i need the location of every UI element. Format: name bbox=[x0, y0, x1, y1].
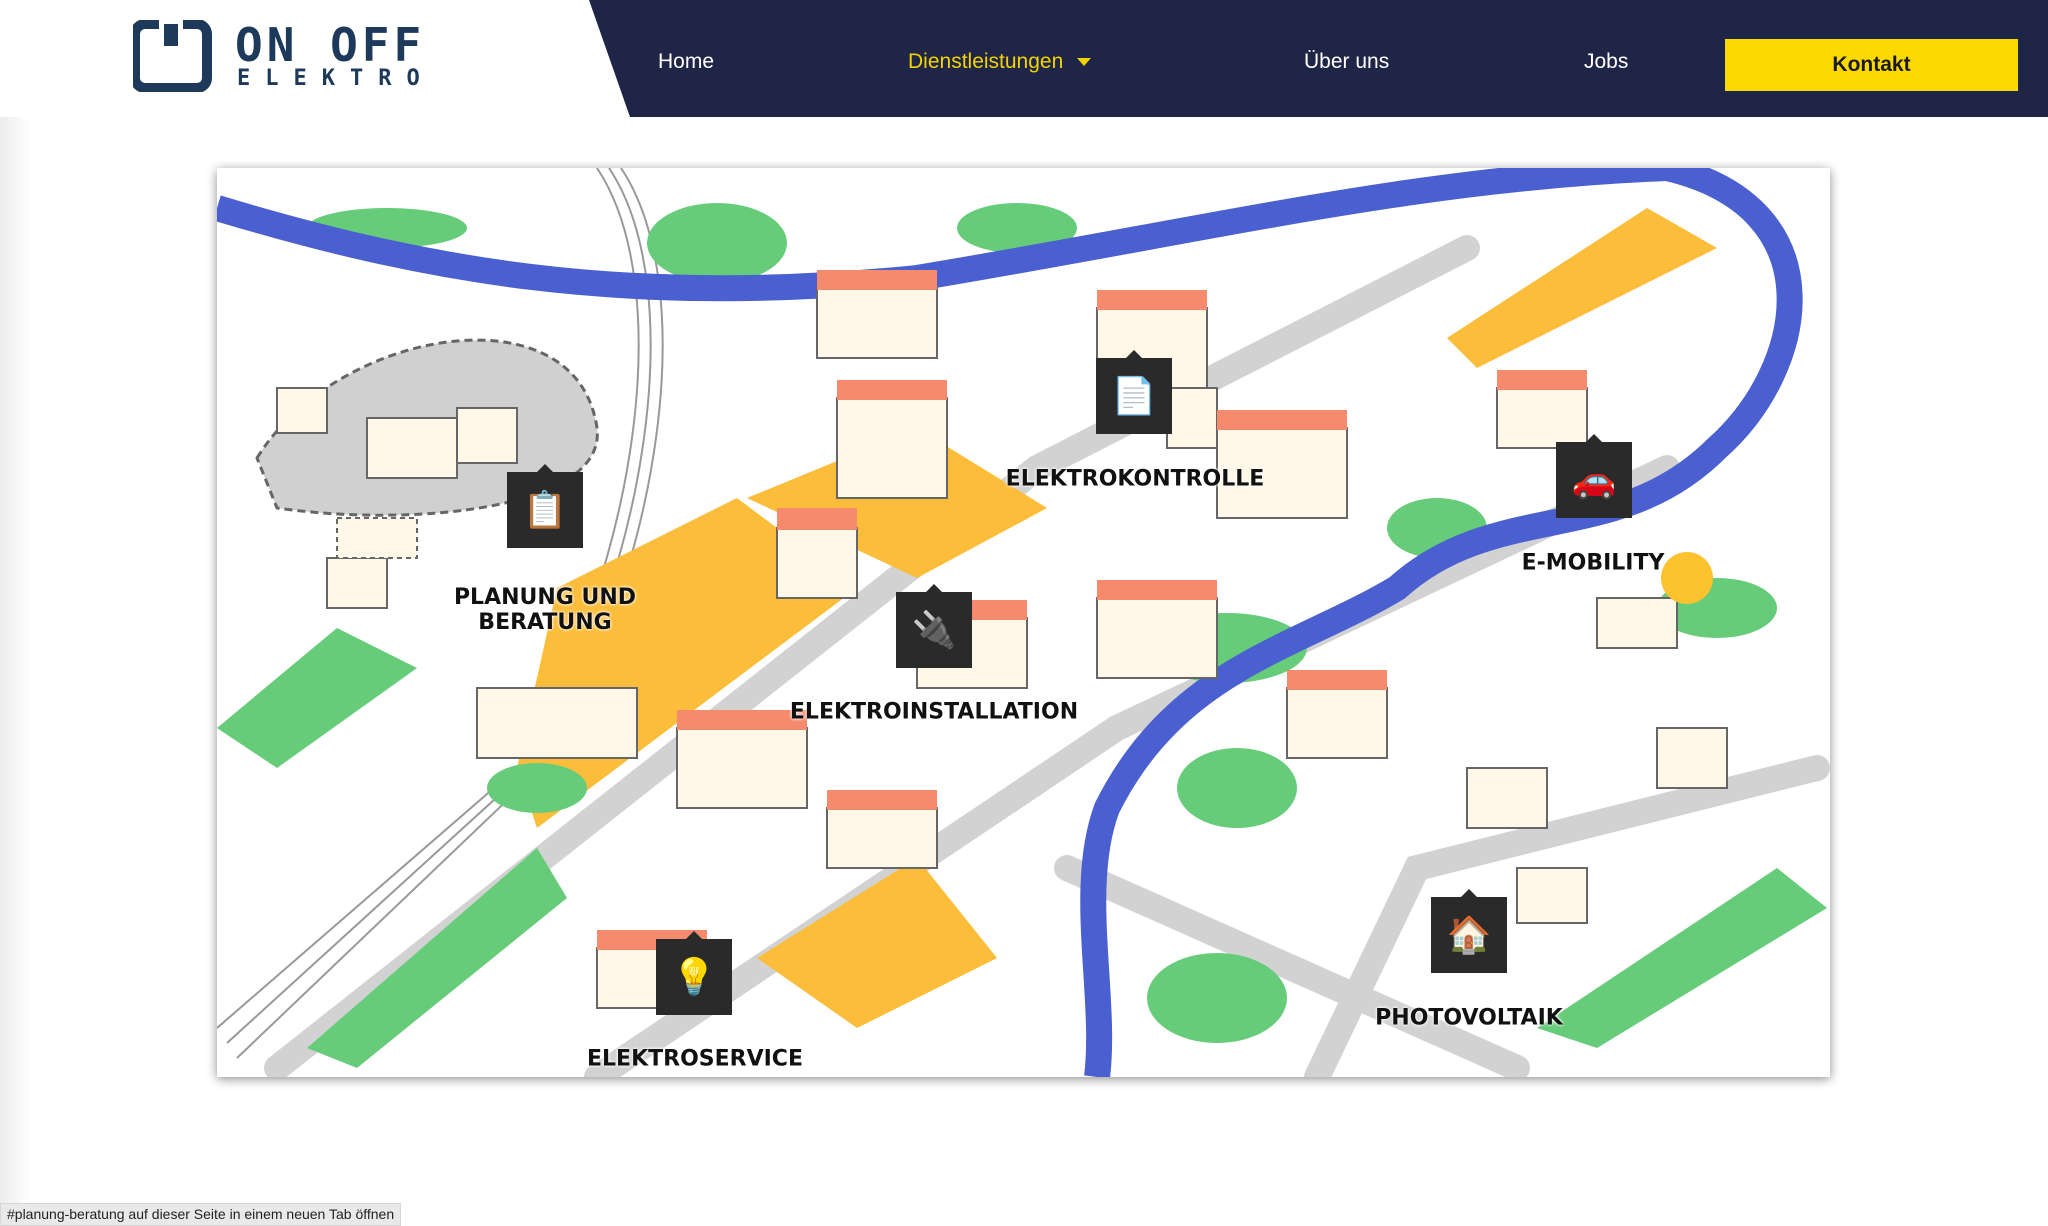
hotspot-label-emobility[interactable]: E-MOBILITY bbox=[1521, 550, 1665, 576]
roofs bbox=[597, 270, 1587, 950]
logo-text-secondary: ELEKTRO bbox=[237, 66, 435, 91]
city-illustration bbox=[217, 168, 1830, 1077]
chevron-down-icon bbox=[1077, 58, 1092, 67]
plug-icon[interactable]: 🔌 bbox=[896, 584, 972, 668]
hotspot-label-elektroinstallation[interactable]: ELEKTROINSTALLATION bbox=[789, 699, 1079, 725]
logo[interactable]: ON OFF ELEKTRO bbox=[130, 18, 493, 93]
sun bbox=[1661, 552, 1713, 604]
nav-home[interactable]: Home bbox=[658, 50, 715, 73]
page-edge bbox=[0, 0, 30, 1226]
hotspot-label-elektroservice[interactable]: ELEKTROSERVICE bbox=[587, 1046, 803, 1072]
hotspot-label-elektrokontrolle[interactable]: ELEKTROKONTROLLE bbox=[1005, 466, 1265, 492]
electric-car-icon[interactable]: 🚗 bbox=[1556, 434, 1632, 518]
solar-house-icon[interactable]: 🏠 bbox=[1431, 889, 1507, 973]
zones bbox=[517, 208, 1717, 1028]
hotspot-label-planung[interactable]: PLANUNG UND BERATUNG bbox=[453, 585, 637, 635]
nav-dienstleistungen-label: Dienstleistungen bbox=[908, 50, 1064, 73]
logo-text-primary: ON OFF bbox=[235, 18, 426, 72]
tools-bulb-icon[interactable]: 💡 bbox=[656, 931, 732, 1015]
hotspot-label-photovoltaik[interactable]: PHOTOVOLTAIK bbox=[1375, 1005, 1563, 1031]
checklist-document-icon[interactable]: 📄 bbox=[1096, 350, 1172, 434]
services-city-map: 📋 PLANUNG UND BERATUNG 📄 ELEKTROKONTROLL… bbox=[217, 168, 1830, 1077]
nav-ueber-uns[interactable]: Über uns bbox=[1304, 50, 1390, 73]
nav-dienstleistungen[interactable]: Dienstleistungen bbox=[908, 50, 1092, 74]
logo-mark-icon bbox=[130, 19, 212, 93]
clipboard-plan-icon[interactable]: 📋 bbox=[507, 464, 583, 548]
site-header: ON OFF ELEKTRO Home Dienstleistungen Übe… bbox=[0, 0, 2048, 117]
browser-status-bar: #planung-beratung auf dieser Seite in ei… bbox=[0, 1203, 402, 1226]
nav-jobs[interactable]: Jobs bbox=[1584, 50, 1629, 73]
kontakt-button[interactable]: Kontakt bbox=[1725, 39, 2018, 91]
